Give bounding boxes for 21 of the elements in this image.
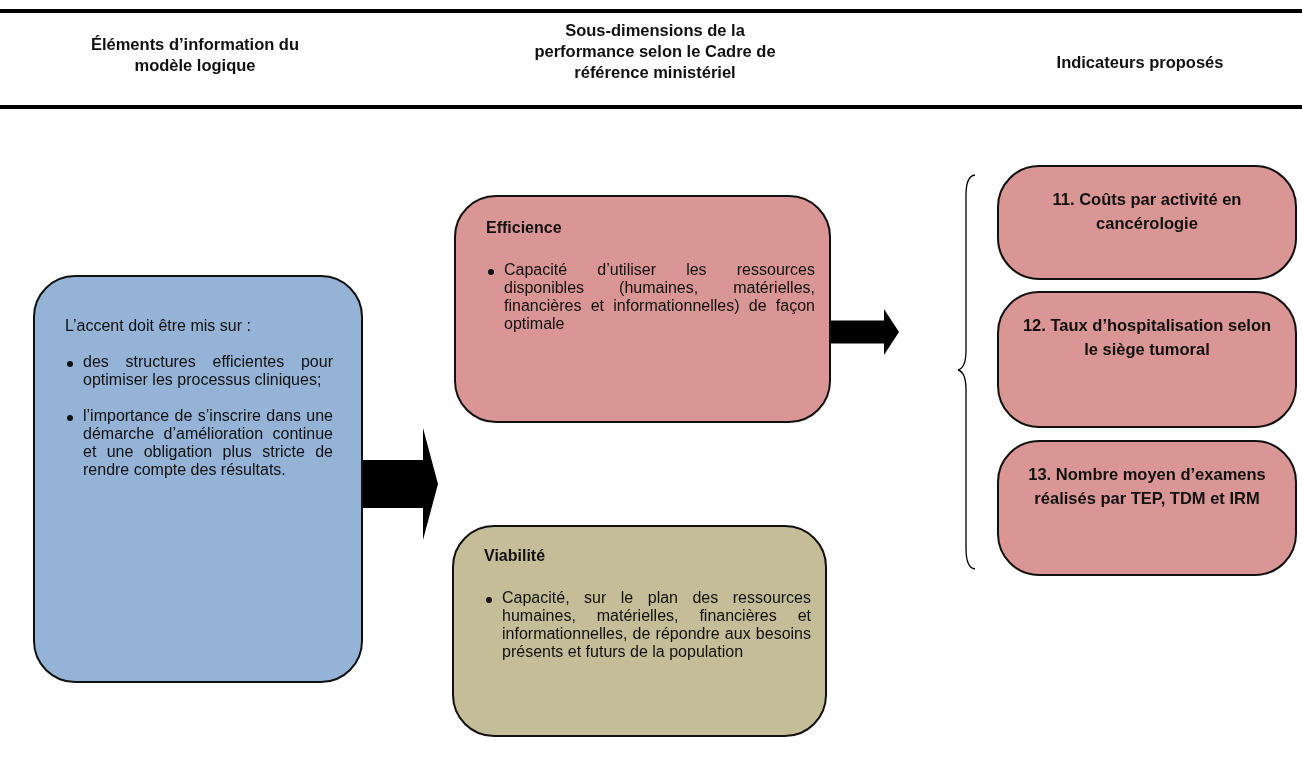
logic-model-box <box>33 275 363 683</box>
block-arrow <box>363 428 438 540</box>
bullet-text: Capacité d’utiliser les ressources disponibles (humaines, matérielles, financières et informationnelles) de façon optimale <box>504 261 815 333</box>
indicator-box <box>997 440 1297 576</box>
bullet-text: l’importance de s’inscrire dans une démarche d’amélioration continue et une obligation plus stricte de rendre compte des résultats. <box>83 407 333 479</box>
column-heading: Éléments d’information du modèle logique <box>89 34 301 76</box>
indicator-text: 11. Coûts par activité en cancérologie <box>1051 189 1243 234</box>
intro-text: L’accent doit être mis sur : <box>65 317 252 335</box>
bullet-text: Capacité, sur le plan des ressources humaines, matérielles, financières et informationnelles, de répondre aux besoins présents et futurs de la population <box>502 589 811 661</box>
bullet-text: des structures efficientes pour optimiser les processus cliniques; <box>83 353 333 389</box>
indicator-box <box>997 291 1297 428</box>
dimension-title: Viabilité <box>484 547 547 565</box>
column-heading: Sous-dimensions de la performance selon le Cadre de référence ministériel <box>533 20 777 83</box>
dimension-box <box>454 195 831 423</box>
dimension-title: Efficience <box>486 219 563 237</box>
indicator-text: 13. Nombre moyen d’examens réalisés par TEP, TDM et IRM <box>1027 464 1267 509</box>
block-arrow <box>831 309 899 355</box>
column-heading: Indicateurs proposés <box>1055 52 1225 73</box>
indicator-box <box>997 165 1297 280</box>
dimension-box <box>452 525 827 737</box>
indicator-text: 12. Taux d’hospitalisation selon le siège tumoral <box>1021 315 1273 360</box>
